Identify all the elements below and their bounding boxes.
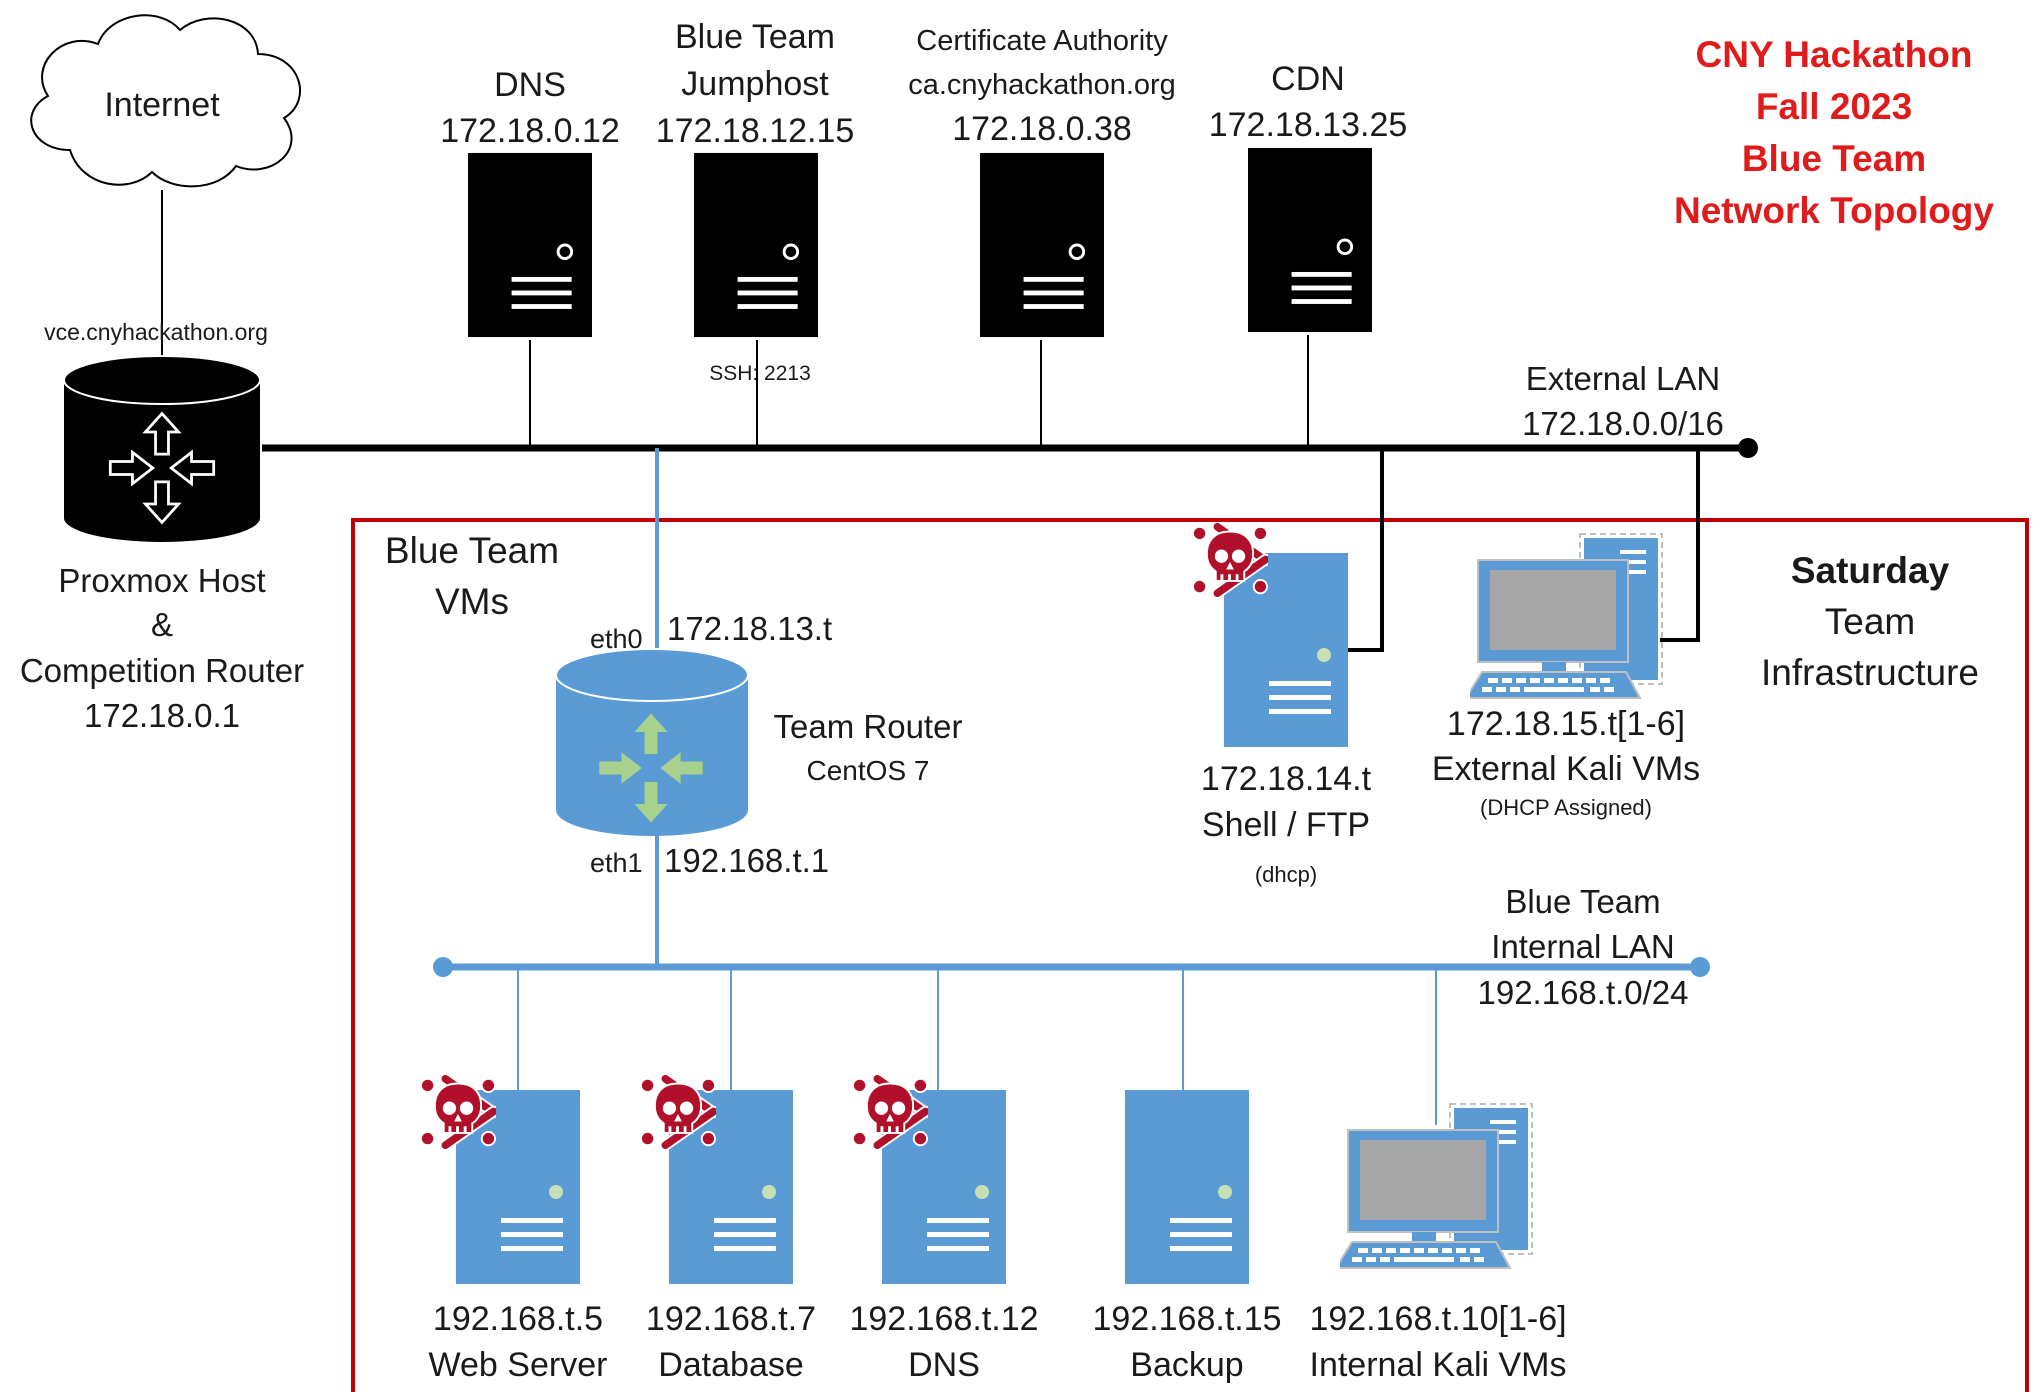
workstation-icon <box>1470 533 1663 699</box>
blue-team-boundary <box>351 518 2029 1392</box>
eth1-label: eth1 <box>590 848 643 878</box>
server-icon <box>468 151 592 339</box>
dns-int-name: DNS <box>908 1346 980 1384</box>
internal-host-dns: 192.168.t.12 DNS <box>849 1074 1039 1384</box>
backup-ip: 192.168.t.15 <box>1092 1300 1281 1338</box>
dns-int-ip: 192.168.t.12 <box>849 1300 1038 1338</box>
title-line-1: CNY Hackathon <box>1696 34 1973 75</box>
ca-name-2: ca.cnyhackathon.org <box>908 69 1176 101</box>
internal-lan-subnet: 192.168.t.0/24 <box>1477 974 1688 1011</box>
title-line-2: Fall 2023 <box>1756 86 1912 127</box>
internal-host-database: 192.168.t.7 Database <box>640 1074 816 1384</box>
title-line-3: Blue Team <box>1742 138 1926 179</box>
internet-label: Internet <box>104 86 220 124</box>
proxmox-line-1: Proxmox Host <box>58 562 265 599</box>
jumphost-name-2: Jumphost <box>681 65 829 103</box>
internal-host-web: 192.168.t.5 Web Server <box>420 1074 608 1384</box>
internal-lan-line-1: Blue Team <box>1505 883 1660 920</box>
ca-ip: 172.18.0.38 <box>952 110 1132 148</box>
server-icon <box>1248 146 1372 334</box>
internal-lan-endpoint-right <box>1690 957 1710 977</box>
ext-dns-ip: 172.18.0.12 <box>440 112 620 150</box>
external-server-cdn: CDN 172.18.13.25 <box>1209 60 1408 334</box>
external-lan-endpoint <box>1738 438 1758 458</box>
shell-ftp-link <box>1348 448 1384 652</box>
cloud-icon <box>30 14 301 188</box>
internal-lan-label: Blue Team Internal LAN 192.168.t.0/24 <box>1477 883 1688 1011</box>
saturday-label: Saturday Team Infrastructure <box>1761 550 1979 693</box>
ext-dns-name: DNS <box>494 66 566 104</box>
router-icon <box>555 648 749 836</box>
skull-icon <box>852 1074 928 1150</box>
external-lan-name: External LAN <box>1526 360 1720 397</box>
server-icon <box>1125 1090 1249 1284</box>
team-router-os: CentOS 7 <box>807 755 930 786</box>
ext-kali-note: (DHCP Assigned) <box>1480 795 1652 820</box>
server-icon <box>694 151 818 339</box>
ca-name-1: Certificate Authority <box>916 25 1168 57</box>
internal-host-kali: 192.168.t.10[1-6] Internal Kali VMs <box>1309 1103 1567 1384</box>
internet-node: Internet <box>30 14 301 188</box>
external-lan-wiring <box>161 190 1748 652</box>
external-server-jumphost: Blue Team Jumphost 172.18.12.15 SSH: 221… <box>656 18 855 385</box>
external-server-dns: DNS 172.18.0.12 <box>440 66 620 339</box>
ext-kali-name: External Kali VMs <box>1432 750 1700 788</box>
external-kali-link <box>1660 448 1700 642</box>
blue-team-line-2: VMs <box>435 581 509 622</box>
shell-ftp-note: (dhcp) <box>1255 862 1317 887</box>
db-name: Database <box>658 1346 804 1384</box>
eth0-ip: 172.18.13.t <box>667 610 832 647</box>
web-name: Web Server <box>429 1346 608 1384</box>
blue-team-label: Blue Team VMs <box>385 530 559 622</box>
proxmox-line-3: Competition Router <box>20 652 304 689</box>
proxmox-hostname: vce.cnyhackathon.org <box>44 319 268 345</box>
skull-icon <box>420 1074 496 1150</box>
external-lan-subnet: 172.18.0.0/16 <box>1522 405 1724 442</box>
internal-lan-wiring <box>443 448 1700 1125</box>
server-icon <box>980 151 1104 339</box>
eth1-ip: 192.168.t.1 <box>664 842 829 879</box>
cdn-name: CDN <box>1271 60 1345 98</box>
team-router-name: Team Router <box>774 708 963 745</box>
router-icon <box>63 355 261 542</box>
proxmox-host: vce.cnyhackathon.org Proxmox Host & Comp… <box>20 319 304 734</box>
shell-ftp-ip: 172.18.14.t <box>1201 760 1372 798</box>
db-ip: 192.168.t.7 <box>646 1300 816 1338</box>
shell-ftp-server: 172.18.14.t Shell / FTP (dhcp) <box>1192 522 1372 887</box>
kali-int-name: Internal Kali VMs <box>1310 1346 1567 1384</box>
workstation-icon <box>1340 1103 1533 1269</box>
skull-icon <box>640 1074 716 1150</box>
skull-icon <box>1192 522 1268 598</box>
backup-name: Backup <box>1130 1346 1243 1384</box>
title-line-4: Network Topology <box>1674 190 1994 231</box>
internal-lan-endpoint-left <box>433 957 453 977</box>
saturday-line-3: Infrastructure <box>1761 652 1979 693</box>
blue-team-line-1: Blue Team <box>385 530 559 571</box>
external-lan-label: External LAN 172.18.0.0/16 <box>1522 360 1724 442</box>
team-router: eth0 172.18.13.t Team Router CentOS 7 et… <box>555 610 963 879</box>
cdn-ip: 172.18.13.25 <box>1209 106 1408 144</box>
external-kali-vms: 172.18.15.t[1-6] External Kali VMs (DHCP… <box>1432 533 1700 820</box>
diagram-title: CNY Hackathon Fall 2023 Blue Team Networ… <box>1674 34 1994 231</box>
external-server-ca: Certificate Authority ca.cnyhackathon.or… <box>908 25 1176 339</box>
saturday-line-1: Saturday <box>1791 550 1950 591</box>
ext-kali-ip: 172.18.15.t[1-6] <box>1447 705 1685 743</box>
web-ip: 192.168.t.5 <box>433 1300 603 1338</box>
shell-ftp-name: Shell / FTP <box>1202 806 1370 844</box>
internal-host-backup: 192.168.t.15 Backup <box>1092 1090 1282 1384</box>
jumphost-name-1: Blue Team <box>675 18 835 56</box>
jumphost-ip: 172.18.12.15 <box>656 112 855 150</box>
saturday-line-2: Team <box>1825 601 1915 642</box>
proxmox-line-2: & <box>151 606 173 643</box>
internal-lan-line-2: Internal LAN <box>1491 928 1674 965</box>
jumphost-ssh-note: SSH: 2213 <box>709 362 811 385</box>
kali-int-ip: 192.168.t.10[1-6] <box>1309 1300 1566 1338</box>
proxmox-ip: 172.18.0.1 <box>84 697 240 734</box>
